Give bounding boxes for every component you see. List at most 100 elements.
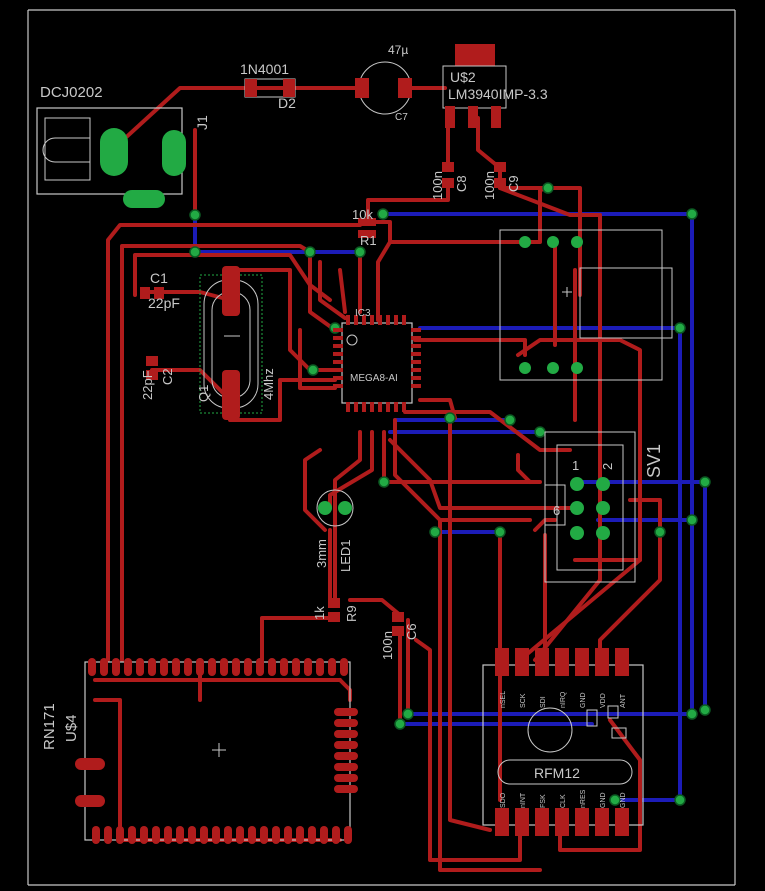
rfm-pad [515, 648, 529, 676]
rfm-pin-label: nIRQ [560, 691, 567, 708]
capacitor-c1: C1 22pF [140, 270, 180, 311]
rfm-pin-label: GND [580, 692, 587, 708]
c1-label: C1 [150, 270, 168, 286]
rfm-pin-label: CLK [560, 794, 567, 808]
connector-block-pads [519, 236, 583, 374]
led1: 3mm LED1 [314, 489, 354, 572]
rfm-label: RFM12 [534, 765, 580, 781]
us4-pad [100, 658, 108, 676]
us4-pad [334, 708, 358, 716]
us4-pad [344, 826, 352, 844]
us4-pad [176, 826, 184, 844]
us4-pad [332, 826, 340, 844]
sv1-pin6: 6 [553, 503, 560, 518]
r9-label: R9 [344, 605, 359, 622]
q1-label: Q1 [196, 385, 211, 402]
rfm-pin-label: VDD [600, 693, 607, 708]
us4-pad [148, 658, 156, 676]
rfm-pin-label: SDI [540, 696, 547, 708]
r1-label: R1 [360, 233, 377, 248]
us4-pad [292, 658, 300, 676]
sv1-pin1: 1 [572, 458, 579, 473]
rfm-pad [615, 808, 629, 836]
us2-label: U$2 [450, 69, 476, 85]
capacitor-c2: 22pF C2 [140, 356, 175, 400]
rfm-pin-label: SDO [500, 792, 507, 808]
rfm-pin-label: ANT [620, 693, 627, 708]
capacitor-c7: 47µ C7 [355, 43, 412, 123]
rfm-pad [495, 808, 509, 836]
us4-label: U$4 [63, 714, 80, 742]
led1-label: LED1 [338, 539, 353, 572]
us4-pad [296, 826, 304, 844]
capacitor-c6: 100n C6 [380, 612, 419, 660]
cap47-label: 47µ [388, 43, 408, 57]
c2-value: 22pF [140, 370, 155, 400]
us4-pad [334, 774, 358, 782]
rfm-pin-label: nRES [580, 789, 587, 808]
rn-label: RN171 [41, 703, 58, 750]
rfm-pad [575, 808, 589, 836]
j1-label: J1 [194, 115, 210, 130]
c8-value: 100n [430, 171, 445, 200]
rfm-pad [555, 648, 569, 676]
c9-label: C9 [506, 175, 521, 192]
rfm-pin-label: GND [620, 792, 627, 808]
us4-pad [244, 658, 252, 676]
us4-pad [188, 826, 196, 844]
us4-pad [128, 826, 136, 844]
us4-pad [92, 826, 100, 844]
us4-pad [208, 658, 216, 676]
us4-pad [136, 658, 144, 676]
rfm-pad [595, 808, 609, 836]
us4-pad [334, 741, 358, 749]
us4-pad [212, 826, 220, 844]
regulator-label: LM3940IMP-3.3 [448, 86, 548, 102]
us4-pad [334, 752, 358, 760]
us4-pad [236, 826, 244, 844]
us4-pad [164, 826, 172, 844]
capacitor-c8: 100n C8 [430, 162, 469, 200]
dcj-label: DCJ0202 [40, 84, 103, 101]
dc-jack-j1: DCJ0202 J1 [36, 84, 210, 208]
sv1-pin2: 2 [600, 463, 615, 470]
rfm-pin-label: nSEL [500, 691, 507, 708]
rfm-pad [535, 808, 549, 836]
us4-pad [248, 826, 256, 844]
top-traces [93, 86, 662, 872]
us4-pad [224, 826, 232, 844]
us4-pad [140, 826, 148, 844]
us4-pad [268, 658, 276, 676]
us4-pad [160, 658, 168, 676]
resistor-r1: 10k R1 [352, 207, 377, 248]
mcu-ic3: IC3 MEGA8-AI [333, 308, 421, 412]
d2-label: D2 [278, 95, 296, 111]
us4-pad [88, 658, 96, 676]
us4-pad [124, 658, 132, 676]
us4-pad [272, 826, 280, 844]
header-sv1: 1 2 6 SV1 [544, 431, 664, 583]
us4-pad [316, 658, 324, 676]
us4-pad [280, 658, 288, 676]
us4-pad [116, 826, 124, 844]
diode-value: 1N4001 [240, 61, 289, 77]
us4-pad [284, 826, 292, 844]
rfm-pin-label: FSK [540, 794, 547, 808]
sv1-label: SV1 [644, 444, 664, 478]
us4-pad [152, 826, 160, 844]
us4-pad [200, 826, 208, 844]
rfm-pad [575, 648, 589, 676]
us4-pad [184, 658, 192, 676]
vias [189, 182, 711, 806]
rfm-pin-label: SCK [520, 693, 527, 708]
connector-block [499, 229, 673, 381]
capacitor-c9: 100n C9 [482, 162, 521, 200]
rfm-pin-label: nINT [520, 792, 527, 808]
rfm-pad [535, 648, 549, 676]
c6-label: C6 [404, 623, 419, 640]
us4-pad [260, 826, 268, 844]
c9-value: 100n [482, 171, 497, 200]
diode-d2: 1N4001 D2 [240, 61, 296, 111]
resistor-r9: 1k R9 [312, 598, 359, 622]
